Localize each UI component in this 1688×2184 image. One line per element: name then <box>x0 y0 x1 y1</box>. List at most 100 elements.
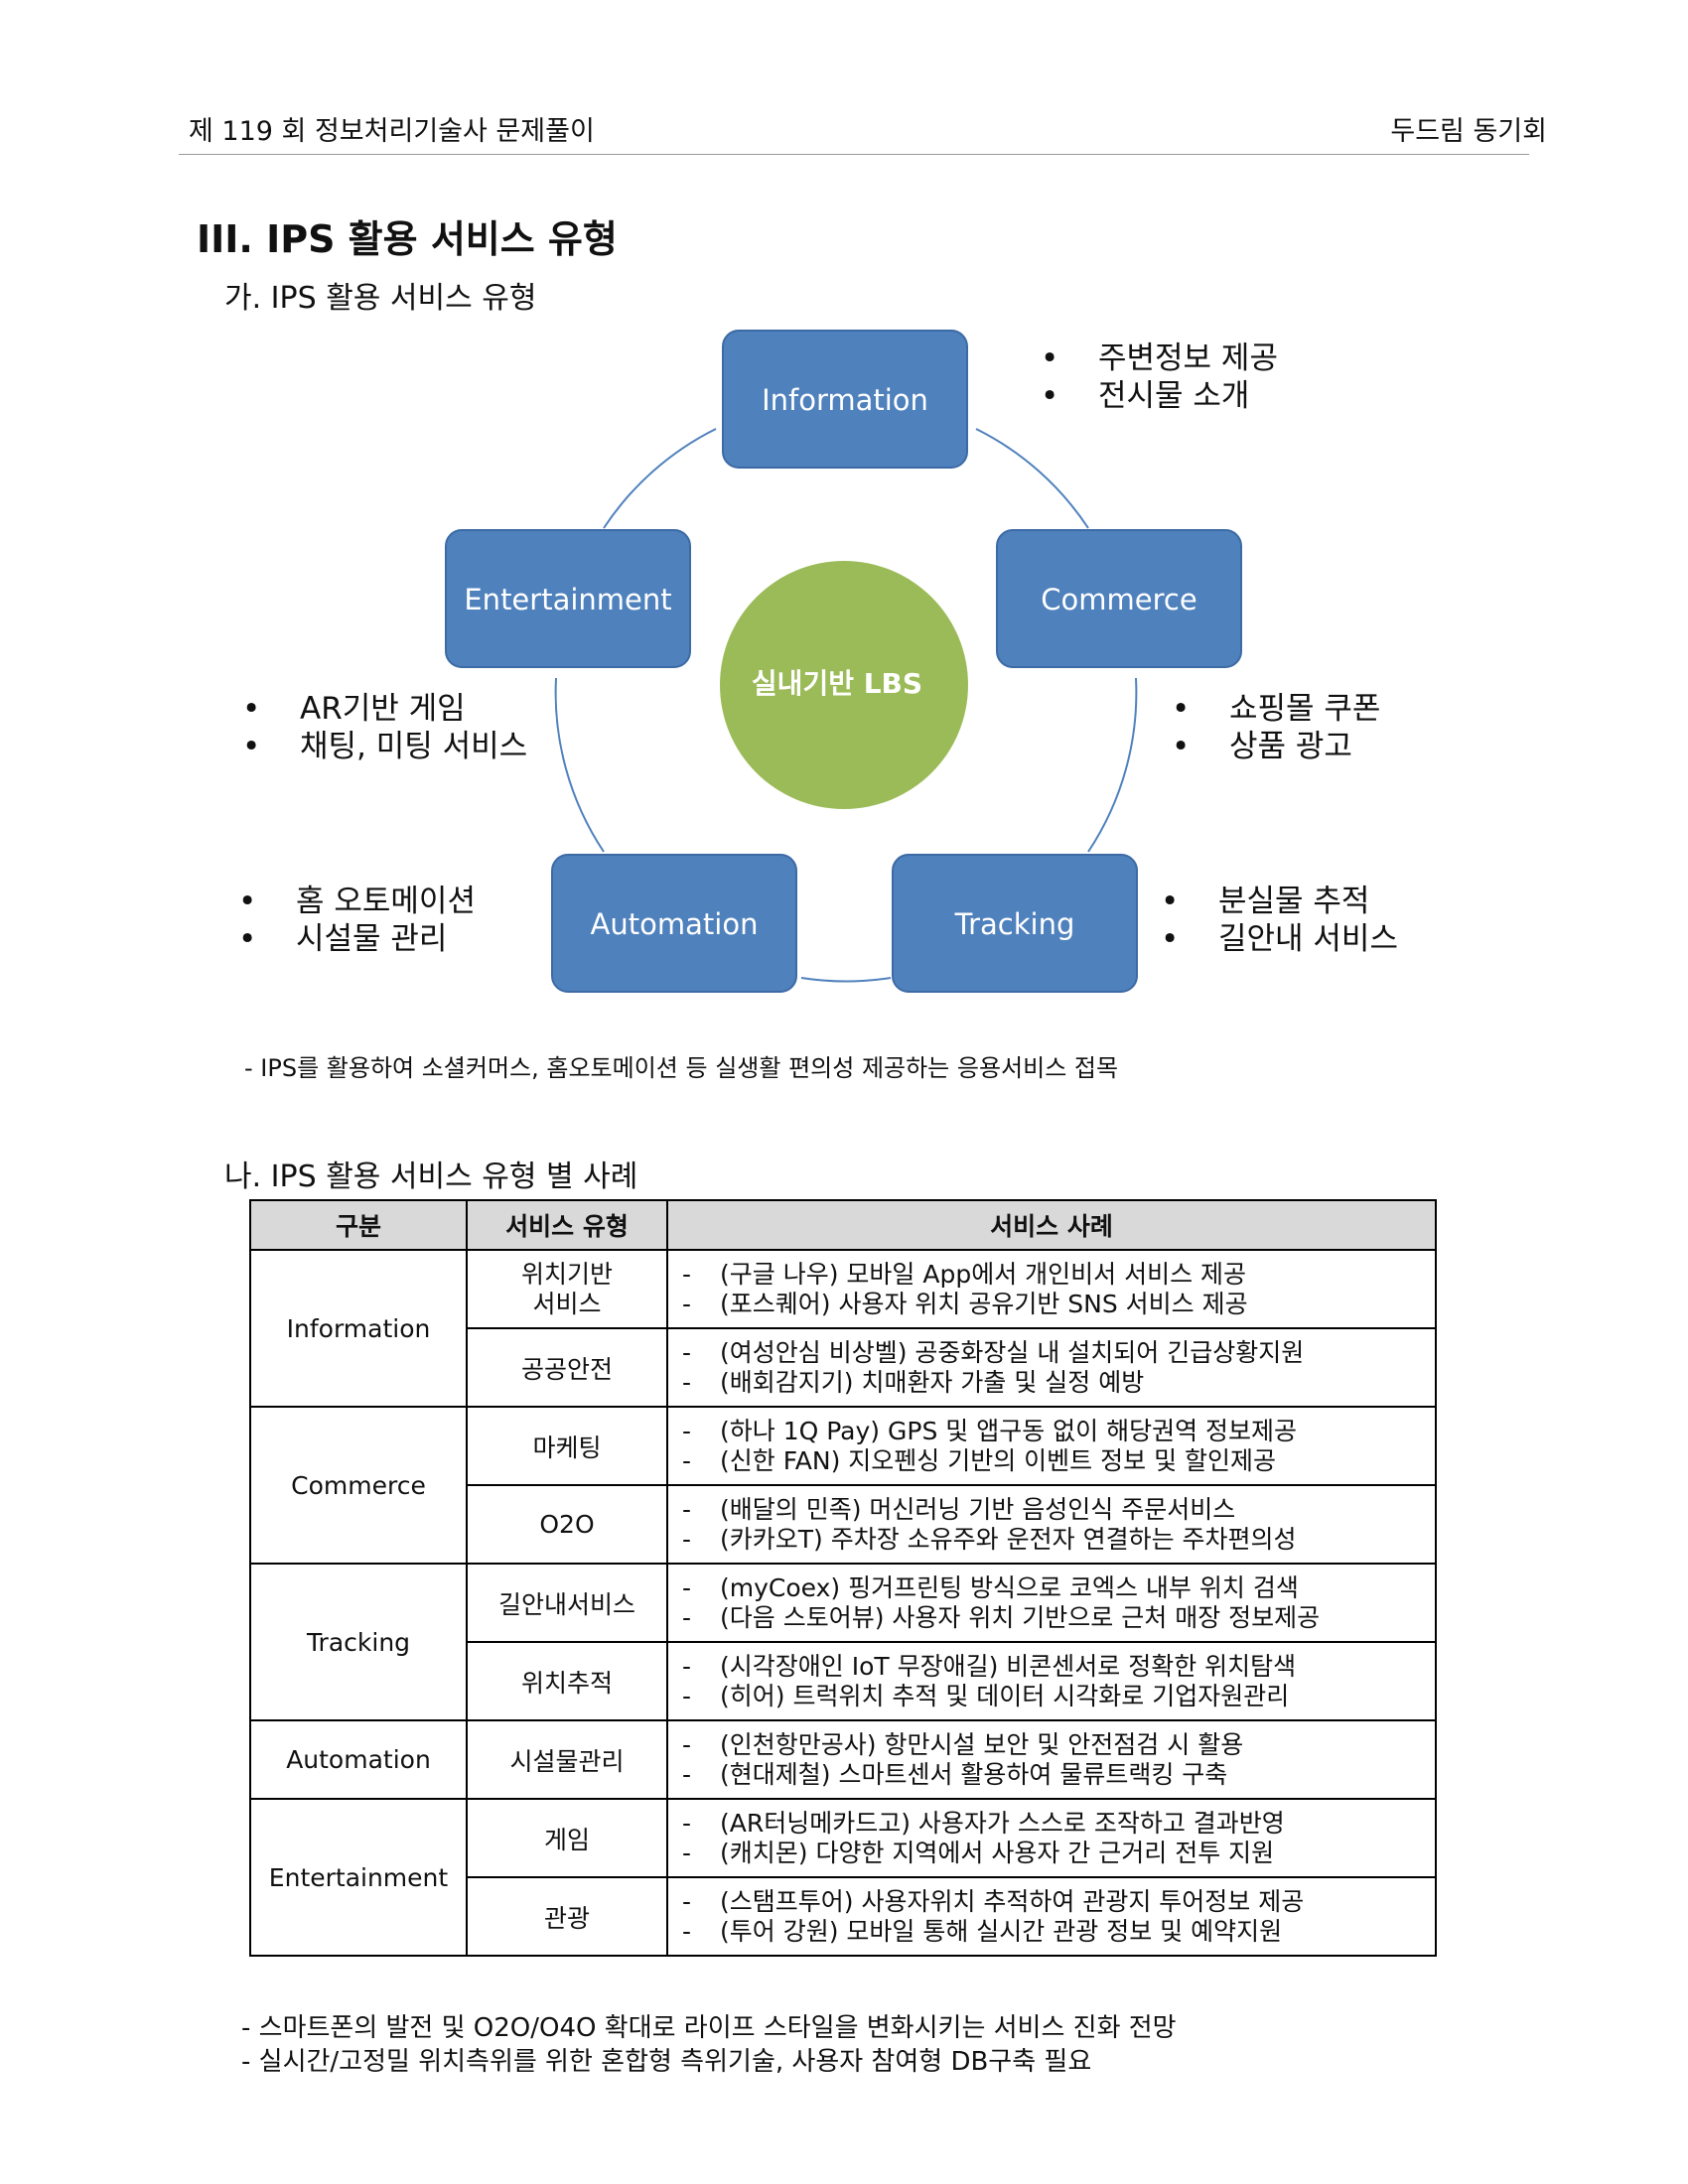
bullet-item: •시설물 관리 <box>238 920 476 958</box>
bullet-icon: • <box>1161 921 1180 957</box>
dash: - <box>682 1259 692 1289</box>
case-text: (myCoex) 핑거프린팅 방식으로 코엑스 내부 위치 검색 <box>720 1572 1299 1602</box>
header-category: 구분 <box>249 1199 468 1251</box>
service-type-cell: 시설물관리 <box>466 1719 668 1800</box>
bullet-icon: • <box>238 884 257 919</box>
dash: - <box>682 1572 692 1602</box>
case-text: (다음 스토어뷰) 사용자 위치 기반으로 근처 매장 정보제공 <box>720 1602 1321 1632</box>
bullet-text: 홈 오토메이션 <box>296 884 476 919</box>
table-row: Commerce 마케팅 -(하나 1Q Pay) GPS 및 앱구동 없이 해… <box>249 1406 1437 1565</box>
bullet-item: • 길안내 서비스 <box>1161 920 1398 958</box>
category-cell: Tracking <box>249 1563 468 1721</box>
bullet-icon: • <box>242 691 261 727</box>
subsection-b-title: 나. IPS 활용 서비스 유형 별 사례 <box>224 1160 638 1194</box>
service-type-cell: 마케팅 <box>466 1406 668 1486</box>
node-entertainment-label: Entertainment <box>464 583 671 616</box>
node-entertainment: Entertainment <box>445 529 691 668</box>
dash: - <box>682 1729 692 1759</box>
table-row: Information 위치기반 서비스 -(구글 나우) 모바일 App에서 … <box>249 1249 1437 1408</box>
case-line: -(투어 강원) 모바일 통해 실시간 관광 정보 및 예약지원 <box>682 1917 1435 1947</box>
case-line: -(캐치몬) 다양한 지역에서 사용자 간 근거리 전투 지원 <box>682 1839 1435 1868</box>
service-type-cell: 길안내서비스 <box>466 1563 668 1643</box>
bullet-text: 주변정보 제공 <box>1098 341 1278 376</box>
case-text: (배회감지기) 치매환자 가출 및 실정 예방 <box>720 1367 1145 1397</box>
case-line: -(하나 1Q Pay) GPS 및 앱구동 없이 해당권역 정보제공 <box>682 1417 1435 1446</box>
service-case-cell: -(배달의 민족) 머신러닝 기반 음성인식 주문서비스 -(카카오T) 주차장… <box>666 1484 1437 1565</box>
node-automation-label: Automation <box>591 907 759 941</box>
dash: - <box>682 1916 692 1946</box>
bullet-item: •분실물 추적 <box>1161 883 1398 920</box>
bullet-item: • 채팅, 미팅 서비스 <box>242 728 527 765</box>
service-case-table: 구분 서비스 유형 서비스 사례 Information 위치기반 서비스 -(… <box>249 1199 1437 1957</box>
table-row: 공공안전 -(여성안심 비상벨) 공중화장실 내 설치되어 긴급상황지원 -(배… <box>250 1327 1437 1408</box>
dash: - <box>682 1494 692 1524</box>
service-case-cell: -(인천항만공사) 항만시설 보안 및 안전점검 시 활용 -(현대제철) 스마… <box>666 1719 1437 1800</box>
bullet-item: • AR기반 게임 <box>242 690 527 728</box>
table-row: Tracking 길안내서비스 -(myCoex) 핑거프린팅 방식으로 코엑스… <box>249 1563 1437 1721</box>
dash: - <box>682 1759 692 1789</box>
case-line: -(다음 스토어뷰) 사용자 위치 기반으로 근처 매장 정보제공 <box>682 1603 1435 1633</box>
node-commerce: Commerce <box>996 529 1242 668</box>
case-line: -(구글 나우) 모바일 App에서 개인비서 서비스 제공 <box>682 1260 1435 1290</box>
bullet-text: 길안내 서비스 <box>1218 921 1398 957</box>
service-case-cell: -(myCoex) 핑거프린팅 방식으로 코엑스 내부 위치 검색 -(다음 스… <box>666 1563 1437 1643</box>
bullet-item: •주변정보 제공 <box>1041 340 1278 377</box>
bullet-icon: • <box>242 729 261 764</box>
case-text: (캐치몬) 다양한 지역에서 사용자 간 근거리 전투 지원 <box>720 1838 1275 1867</box>
footer-note-1: - 스마트폰의 발전 및 O2O/O4O 확대로 라이프 스타일을 변화시키는 … <box>241 2013 1177 2043</box>
category-cell: Entertainment <box>249 1798 468 1957</box>
category-cell: Automation <box>249 1719 468 1800</box>
bullet-icon: • <box>238 921 257 957</box>
ring-arc-tracking-automation <box>800 977 892 983</box>
service-type-text: 위치기반 서비스 <box>520 1259 613 1318</box>
bullet-icon: • <box>1172 729 1191 764</box>
header-service-cases: 서비스 사례 <box>666 1199 1437 1251</box>
bullet-item: •전시물 소개 <box>1041 377 1278 415</box>
category-cell: Information <box>249 1249 468 1408</box>
footer-note-2: - 실시간/고정밀 위치측위를 위한 혼합형 측위기술, 사용자 참여형 DB구… <box>241 2047 1092 2077</box>
case-text: (카카오T) 주차장 소유주와 운전자 연결하는 주차편의성 <box>720 1524 1297 1554</box>
node-commerce-label: Commerce <box>1041 583 1196 616</box>
table-row: 관광 -(스탬프투어) 사용자위치 추적하여 관광지 투어정보 제공 -(투어 … <box>250 1876 1437 1957</box>
table-row: O2O -(배달의 민족) 머신러닝 기반 음성인식 주문서비스 -(카카오T)… <box>250 1484 1437 1565</box>
dash: - <box>682 1524 692 1554</box>
dash: - <box>682 1445 692 1475</box>
bullet-icon: • <box>1041 378 1059 414</box>
bullet-item: •쇼핑몰 쿠폰 <box>1172 690 1380 728</box>
bullet-text: AR기반 게임 <box>300 691 466 727</box>
node-tracking: Tracking <box>892 854 1138 993</box>
table-row: Automation 시설물관리 -(인천항만공사) 항만시설 보안 및 안전점… <box>249 1719 1437 1800</box>
case-line: -(배달의 민족) 머신러닝 기반 음성인식 주문서비스 <box>682 1495 1435 1525</box>
service-case-cell: -(하나 1Q Pay) GPS 및 앱구동 없이 해당권역 정보제공 -(신한… <box>666 1406 1437 1486</box>
bullet-text: 쇼핑몰 쿠폰 <box>1229 691 1381 727</box>
bullet-text: 채팅, 미팅 서비스 <box>300 729 528 764</box>
bullets-commerce: •쇼핑몰 쿠폰 • 상품 광고 <box>1172 690 1380 765</box>
center-circle <box>720 561 968 809</box>
case-line: -(배회감지기) 치매환자 가출 및 실정 예방 <box>682 1368 1435 1398</box>
service-type-cell: 위치기반 서비스 <box>466 1249 668 1329</box>
subsection-a-title: 가. IPS 활용 서비스 유형 <box>224 281 537 316</box>
case-line: -(시각장애인 IoT 무장애길) 비콘센서로 정확한 위치탐색 <box>682 1652 1435 1682</box>
table-header-row: 구분 서비스 유형 서비스 사례 <box>249 1199 1437 1251</box>
case-line: -(카카오T) 주차장 소유주와 운전자 연결하는 주차편의성 <box>682 1525 1435 1555</box>
node-information: Information <box>722 330 968 469</box>
table-row: Entertainment 게임 -(AR터닝메카드고) 사용자가 스스로 조작… <box>249 1798 1437 1957</box>
bullet-item: • 상품 광고 <box>1172 728 1380 765</box>
service-case-cell: -(시각장애인 IoT 무장애길) 비콘센서로 정확한 위치탐색 -(히어) 트… <box>666 1641 1437 1721</box>
dash: - <box>682 1681 692 1710</box>
bullet-text: 상품 광고 <box>1229 729 1352 764</box>
bullets-entertainment: • AR기반 게임 • 채팅, 미팅 서비스 <box>242 690 527 765</box>
service-type-cell: 위치추적 <box>466 1641 668 1721</box>
case-text: (현대제철) 스마트센서 활용하여 물류트랙킹 구축 <box>720 1759 1228 1789</box>
node-information-label: Information <box>762 383 928 417</box>
dash: - <box>682 1416 692 1445</box>
service-type-cell: O2O <box>466 1484 668 1565</box>
case-line: -(myCoex) 핑거프린팅 방식으로 코엑스 내부 위치 검색 <box>682 1573 1435 1603</box>
dash: - <box>682 1289 692 1318</box>
center-label: 실내기반 LBS <box>752 667 922 700</box>
service-case-cell: -(스탬프투어) 사용자위치 추적하여 관광지 투어정보 제공 -(투어 강원)… <box>666 1876 1437 1957</box>
case-text: (스탬프투어) 사용자위치 추적하여 관광지 투어정보 제공 <box>720 1886 1305 1916</box>
case-text: (포스퀘어) 사용자 위치 공유기반 SNS 서비스 제공 <box>720 1289 1248 1318</box>
ring-arc-entertainment-information <box>603 428 717 529</box>
case-line: -(인천항만공사) 항만시설 보안 및 안전점검 시 활용 <box>682 1730 1435 1760</box>
